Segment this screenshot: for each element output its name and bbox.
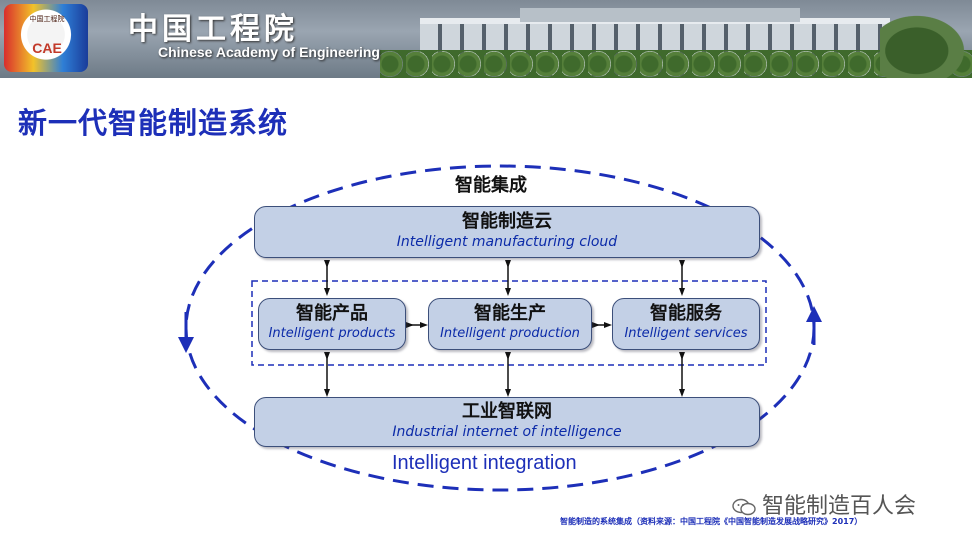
services-box: 智能服务 Intelligent services bbox=[612, 298, 760, 350]
internet-box: 工业智联网 Industrial internet of intelligenc… bbox=[254, 397, 760, 447]
wechat-icon bbox=[732, 498, 756, 516]
products-box-chinese: 智能产品 bbox=[296, 303, 368, 324]
services-box-english: Intelligent services bbox=[624, 326, 748, 341]
trees-image bbox=[380, 50, 972, 78]
banner-title-chinese: 中国工程院 bbox=[128, 12, 298, 47]
cloud-box-english: Intelligent manufacturing cloud bbox=[396, 234, 618, 250]
watermark-text: 智能制造百人会 bbox=[762, 494, 917, 519]
internet-box-english: Industrial internet of intelligence bbox=[392, 424, 622, 440]
outer-label-english: Intelligent integration bbox=[392, 452, 577, 474]
services-box-chinese: 智能服务 bbox=[650, 303, 722, 324]
products-box-english: Intelligent products bbox=[268, 326, 396, 341]
cae-logo: 中国工程院 CAE bbox=[4, 4, 88, 72]
outer-label-chinese: 智能集成 bbox=[455, 175, 527, 196]
logo-acronym: CAE bbox=[32, 40, 62, 56]
production-box-chinese: 智能生产 bbox=[474, 303, 546, 324]
production-box: 智能生产 Intelligent production bbox=[428, 298, 592, 350]
production-box-english: Intelligent production bbox=[440, 326, 580, 341]
watermark: 智能制造百人会 bbox=[732, 488, 916, 520]
products-box: 智能产品 Intelligent products bbox=[258, 298, 406, 350]
header-banner: 中国工程院 CAE 中国工程院 Chinese Academy of Engin… bbox=[0, 0, 972, 78]
cloud-box-chinese: 智能制造云 bbox=[462, 211, 552, 232]
banner-title-english: Chinese Academy of Engineering bbox=[158, 44, 380, 60]
source-caption: 智能制造的系统集成（资料来源：中国工程院《中国智能制造发展战略研究》2017） bbox=[560, 517, 863, 526]
internet-box-chinese: 工业智联网 bbox=[462, 401, 552, 422]
logo-chinese-text: 中国工程院 bbox=[29, 15, 65, 23]
cloud-box: 智能制造云 Intelligent manufacturing cloud bbox=[254, 206, 760, 258]
tree-image bbox=[880, 10, 972, 78]
slide-title: 新一代智能制造系统 bbox=[18, 106, 289, 140]
building-roof bbox=[520, 8, 800, 22]
